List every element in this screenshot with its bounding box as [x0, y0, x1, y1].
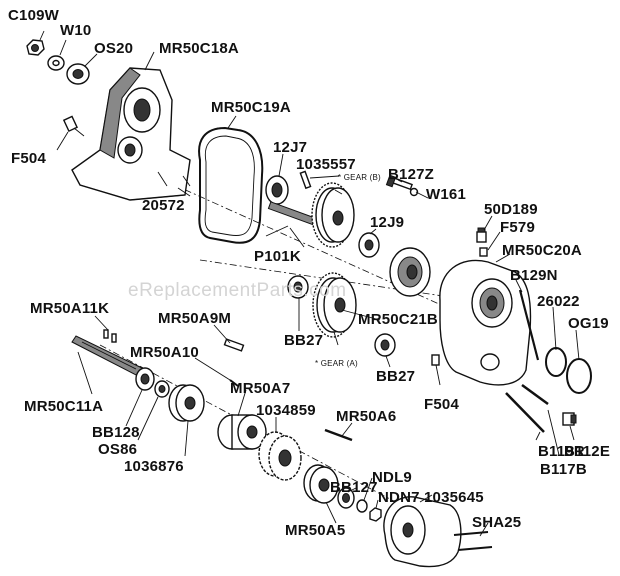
label-26022: 26022: [537, 293, 580, 310]
fitting-f504-right: [431, 354, 440, 366]
label-mr50a5: MR50A5: [285, 522, 346, 539]
pins-20572: [157, 171, 191, 187]
bolt-b129n: [518, 289, 540, 361]
label-b129n: B129N: [510, 267, 558, 284]
bearing-bb27-left: [287, 275, 309, 299]
label-mr50a7: MR50A7: [230, 380, 291, 397]
label-mr50a9m: MR50A9M: [158, 310, 232, 327]
pin-mr50a6: [324, 428, 353, 442]
label-bb128: BB128: [92, 424, 140, 441]
nut-c109w: [26, 39, 45, 56]
gear-a: [312, 272, 357, 338]
washer-w10: [47, 55, 65, 71]
label-p101k: P101K: [254, 248, 301, 265]
plug-50d189: [476, 227, 487, 243]
housing-mr50c20a: [439, 259, 532, 386]
label-b119r: B119R: [538, 443, 585, 460]
label-w161: W161: [426, 186, 466, 203]
keys-mr50a11k: [103, 329, 117, 343]
bolt-b119r: [505, 392, 545, 433]
label-1036876: 1036876: [124, 458, 184, 475]
label-b112e: B112E: [564, 443, 611, 460]
label-b117b: B117B: [540, 461, 587, 478]
hub-c21b-upper: [389, 247, 431, 297]
key-1035557: [299, 170, 312, 190]
label-sha25: SHA25: [472, 514, 522, 531]
label-bb127: BB127: [330, 479, 378, 496]
seal-os86: [154, 380, 170, 398]
coupling-1034859: [258, 431, 302, 481]
label-bb27-right: BB27: [376, 368, 416, 385]
label-f579: F579: [500, 219, 535, 236]
label-20572: 20572: [142, 197, 185, 214]
washer-w161: [409, 187, 419, 197]
label-c109w: C109W: [8, 7, 60, 24]
cover-1035645: [383, 496, 462, 568]
oring-26022: [545, 347, 567, 377]
leader-lines: [39, 30, 580, 537]
gear-b: [311, 182, 355, 248]
cap-1036876: [168, 384, 205, 422]
gasket-mr50c19a: [198, 126, 264, 244]
bearing-bb127: [337, 487, 355, 509]
label-os20: OS20: [94, 40, 134, 57]
label-1034859: 1034859: [256, 402, 316, 419]
label-12j9: 12J9: [370, 214, 405, 231]
housing-mr50c18a: [71, 67, 191, 201]
flange-mr50a5: [303, 464, 339, 504]
label-f504-right: F504: [424, 396, 459, 413]
label-mr50a6: MR50A6: [336, 408, 397, 425]
bearing-12j7: [265, 175, 289, 205]
bearing-bb27-right: [374, 333, 396, 357]
nut-ndn7: [369, 507, 382, 522]
label-os86: OS86: [98, 441, 138, 458]
washer-ndl9: [356, 499, 368, 513]
label-gear-b: * GEAR (B): [338, 173, 381, 182]
bolt-b127z: [385, 174, 413, 191]
label-gear-a: * GEAR (A): [315, 359, 358, 368]
bolt-b117b: [521, 383, 549, 406]
label-w10: W10: [60, 22, 92, 39]
pin-mr50a10: [229, 379, 239, 387]
coupling-mr50a7: [217, 414, 267, 450]
label-1035645: 1035645: [424, 489, 484, 506]
seal-os20: [66, 63, 90, 85]
watermark: eReplacementParts.com: [128, 280, 347, 301]
bearing-12j9: [358, 232, 380, 258]
label-mr50a11k: MR50A11K: [30, 300, 110, 317]
key-mr50a9m: [223, 338, 245, 352]
fitting-f579: [479, 247, 488, 257]
oring-og19: [566, 358, 592, 394]
label-b127z: B127Z: [388, 166, 435, 183]
label-mr50c21b: MR50C21B: [358, 311, 438, 328]
plug-b112e: [562, 412, 577, 426]
label-f504-top: F504: [11, 150, 46, 167]
label-mr50c18a: MR50C18A: [159, 40, 239, 57]
bearing-bb128: [135, 367, 155, 391]
label-1035557: 1035557: [296, 156, 356, 173]
label-12j7: 12J7: [273, 139, 308, 156]
label-mr50c19a: MR50C19A: [211, 99, 291, 116]
label-mr50c20a: MR50C20A: [502, 242, 582, 259]
label-50d189: 50D189: [484, 201, 538, 218]
fitting-f504-top: [62, 115, 85, 137]
label-ndl9: NDL9: [372, 469, 412, 486]
label-bb27-left: BB27: [284, 332, 324, 349]
label-mr50a10: MR50A10: [130, 344, 199, 361]
label-mr50c11a: MR50C11A: [24, 398, 104, 415]
label-ndn7: NDN7: [378, 489, 420, 506]
label-og19: OG19: [568, 315, 609, 332]
